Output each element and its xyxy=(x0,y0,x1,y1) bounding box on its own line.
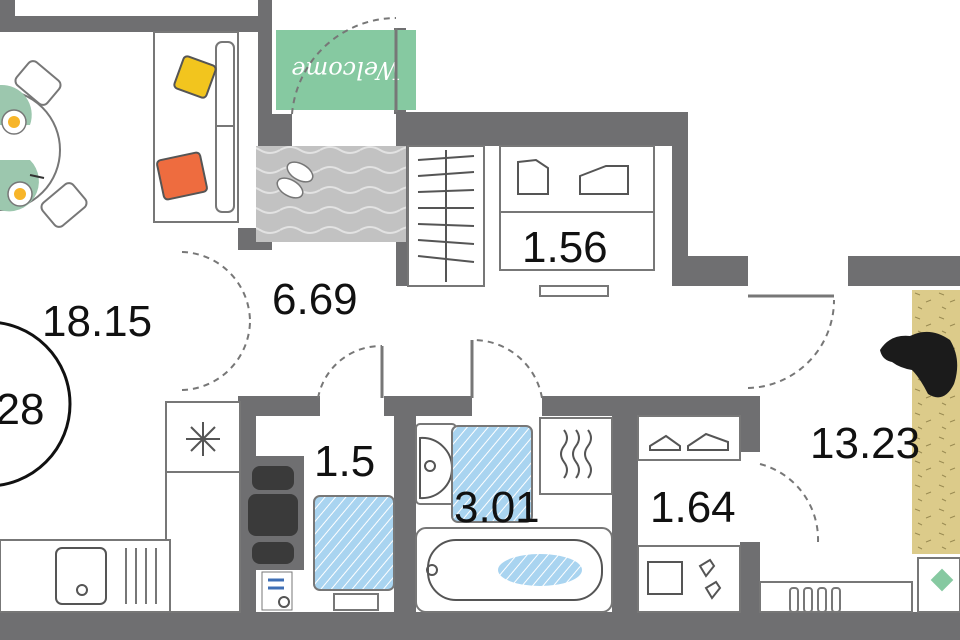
area-label-toilet: 1.5 xyxy=(314,437,375,486)
stove-burner-icon xyxy=(252,466,294,490)
fridge-snowflake-icon xyxy=(186,422,220,456)
stove-burner-icon xyxy=(248,494,298,536)
towel-radiator-icon xyxy=(539,417,613,495)
bedroom xyxy=(759,290,960,613)
sofa xyxy=(153,31,239,223)
shoes-icon xyxy=(649,434,681,451)
total-area-badge: 28 xyxy=(0,321,72,487)
dining-table xyxy=(0,60,88,228)
area-label-living: 18.15 xyxy=(42,297,152,346)
kitchen xyxy=(0,401,304,613)
wardrobe-hall xyxy=(407,145,485,287)
kitchen-sink-icon xyxy=(55,547,107,605)
water-heater-icon xyxy=(261,571,293,611)
bathroom xyxy=(415,417,613,613)
shoe-box-icon xyxy=(579,165,629,195)
storage-room xyxy=(499,145,655,297)
wardrobe-room xyxy=(637,415,741,613)
shoes-icon xyxy=(687,432,729,451)
pillow-orange-icon xyxy=(156,151,208,201)
doormat-text: Welcome xyxy=(291,56,400,84)
area-label-wardrobe: 1.64 xyxy=(650,483,736,532)
shower-tray-icon xyxy=(313,495,395,591)
stove-burner-icon xyxy=(252,542,294,564)
total-area-value: 28 xyxy=(0,385,44,434)
shirt-icon xyxy=(517,158,549,195)
pillow-yellow-icon xyxy=(173,55,217,99)
area-label-bedroom: 13.23 xyxy=(810,419,920,468)
cat-icon xyxy=(880,331,958,398)
area-label-storage: 1.56 xyxy=(522,223,608,272)
entrance-rug xyxy=(256,146,406,242)
area-label-hall: 6.69 xyxy=(272,275,358,324)
area-label-bathroom: 3.01 xyxy=(454,483,540,532)
doormat: Welcome xyxy=(276,30,416,110)
washing-machine-icon xyxy=(451,425,533,523)
toilet-room xyxy=(313,495,395,611)
shirt-icon xyxy=(647,561,683,595)
socks-icon xyxy=(698,558,722,600)
